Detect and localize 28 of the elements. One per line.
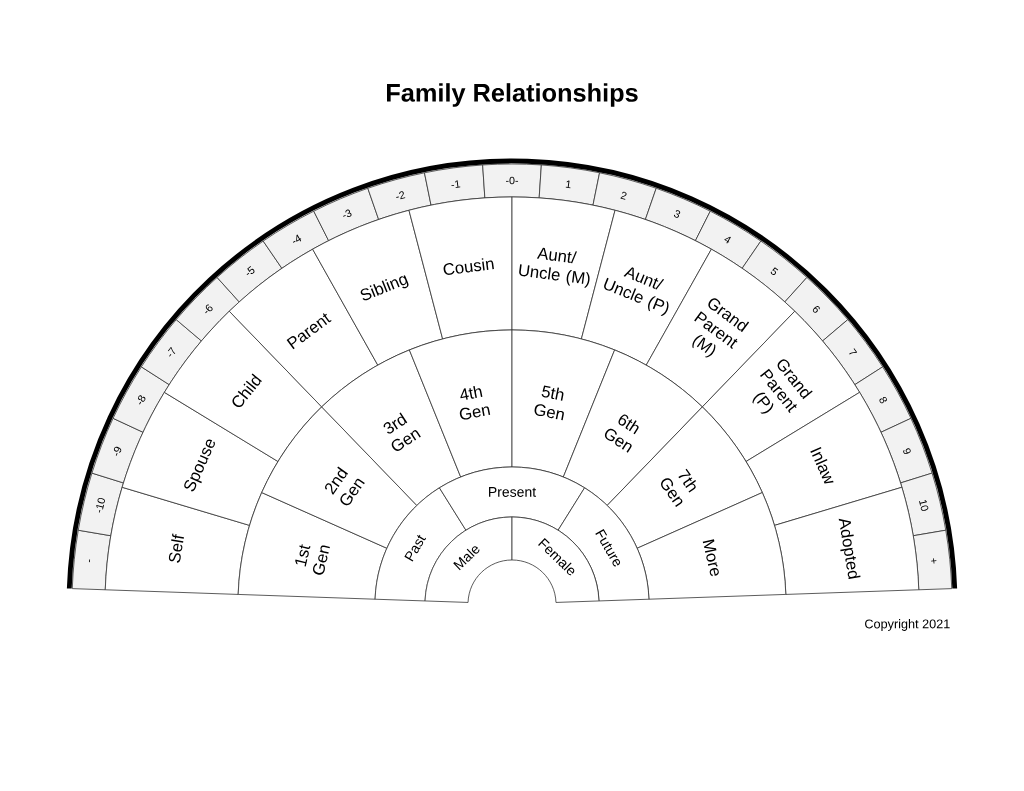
title: Family Relationships: [387, 83, 638, 107]
scale-cell: -7: [140, 319, 202, 386]
scale-cell: -3: [313, 187, 380, 242]
scale-cell: 6: [784, 277, 849, 342]
scale-cell: -4: [262, 210, 329, 269]
scale-cell: -1: [424, 164, 486, 206]
copyright-note: Copyright 2021: [865, 619, 950, 631]
scale-cell: +: [912, 529, 953, 591]
scale-cell: 9: [880, 417, 933, 484]
scale-cell: 3: [645, 187, 711, 242]
scale-cell: 8: [854, 366, 912, 433]
scale-cell: 5: [741, 240, 808, 303]
scale-cell: -5: [216, 240, 283, 303]
scale-cell: 2: [592, 172, 657, 220]
scale-cell: -8: [112, 366, 170, 433]
chart-segment: Cousin: [408, 196, 513, 340]
scale-cell: -0-: [482, 163, 542, 199]
scale-cell: -9: [91, 417, 144, 484]
scale-cell: -: [71, 529, 112, 591]
chart-segment: Adopted: [774, 486, 920, 595]
scale-cell: -2: [367, 172, 432, 220]
scale-cell: 4: [695, 210, 762, 269]
scale-cell: 7: [822, 319, 884, 386]
scale-cell: 10: [900, 472, 947, 537]
scale-cell: -10: [77, 472, 124, 537]
chart-segment: Present: [439, 466, 585, 531]
scale-cell: -6: [175, 277, 240, 342]
scale-cell: 1: [538, 164, 600, 206]
